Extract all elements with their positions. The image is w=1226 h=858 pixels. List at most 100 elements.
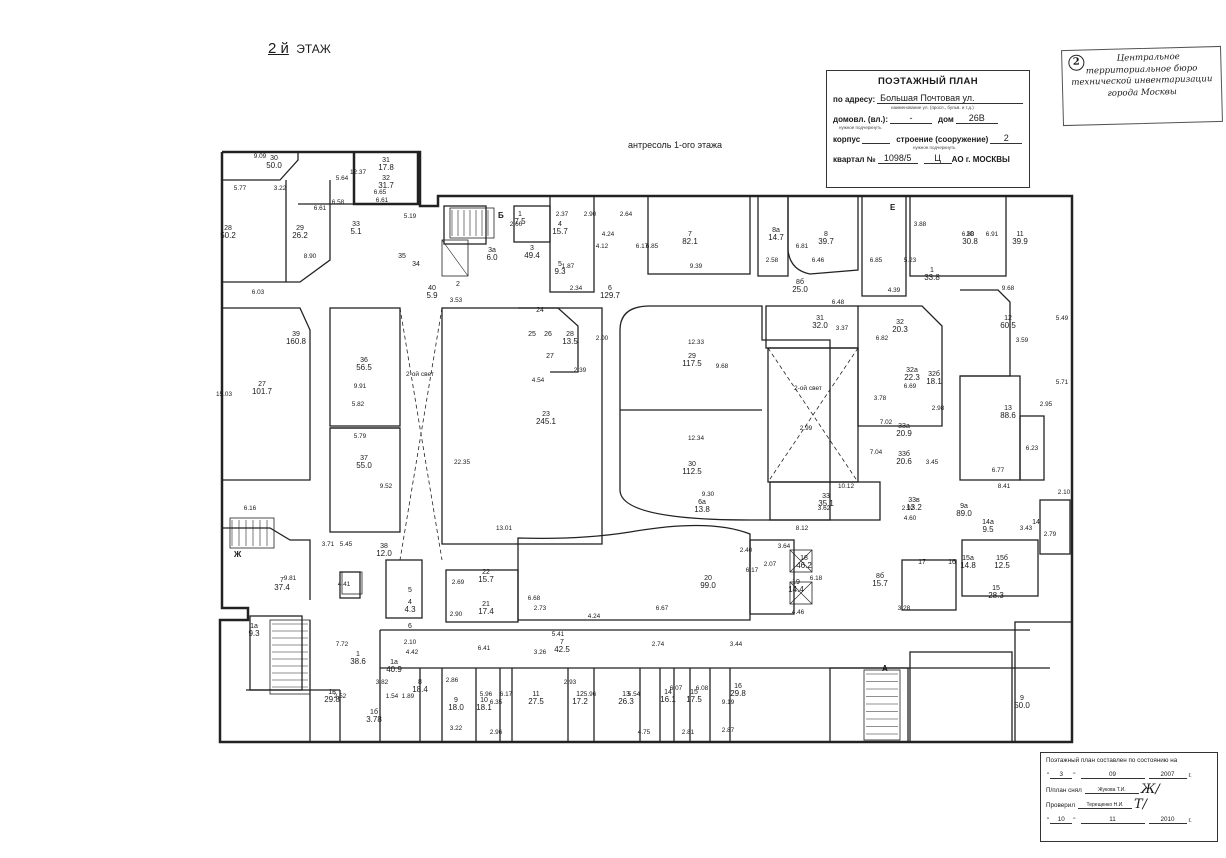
room-number: 32: [896, 319, 904, 326]
room-number: 7: [560, 639, 564, 646]
dimension-label: 6.61: [314, 205, 327, 212]
room-number: 9: [1020, 695, 1024, 702]
room-number: 36: [360, 357, 368, 364]
letter-e: Е: [890, 203, 896, 212]
room-number: 2: [456, 281, 460, 288]
dimension-label: 2.81: [682, 729, 695, 736]
dimension-label: 12.33: [688, 339, 704, 346]
dimension-label: 3.71: [322, 541, 335, 548]
room-label: 6: [408, 623, 412, 630]
room-number: 28: [566, 331, 574, 338]
dimension-label: 13.01: [496, 525, 512, 532]
room-area: 30.8: [962, 237, 978, 246]
room-number: 37: [360, 455, 368, 462]
dimension-label: 6.17: [500, 691, 513, 698]
room-number: 7: [280, 577, 284, 584]
dimension-label: 3.22: [450, 725, 463, 732]
room-area: 40.9: [386, 665, 402, 674]
room-number: 4: [558, 221, 562, 228]
room-area: 20.6: [896, 457, 912, 466]
date2-day: 10: [1050, 816, 1073, 824]
dimension-label: 6.48: [832, 299, 845, 306]
room-number: 29: [296, 225, 304, 232]
surveyed-label: П/план снял: [1046, 787, 1082, 794]
dimension-label: 2.90: [450, 611, 463, 618]
room-area: 9.3: [554, 267, 566, 276]
dimension-label: 5.96: [480, 691, 493, 698]
dimension-label: 3.22: [274, 185, 287, 192]
room-number: 11: [532, 691, 539, 698]
room-area: 5.9: [426, 291, 438, 300]
dimension-label: 6.35: [490, 699, 503, 706]
room-area: 245.1: [536, 417, 557, 426]
dimension-label: 3.64: [778, 543, 791, 550]
room-number: 8а: [772, 227, 780, 234]
room-number: 23: [542, 411, 550, 418]
dimension-label: 4.24: [602, 231, 615, 238]
dimension-label: 2.93: [564, 679, 577, 686]
dimension-label: 2.87: [722, 727, 735, 734]
dimension-label: 5.64: [336, 175, 349, 182]
room-number: 27: [546, 353, 554, 360]
room-area: 15.7: [478, 575, 494, 584]
room-area: 39.7: [818, 237, 834, 246]
dimension-label: 9.91: [354, 383, 367, 390]
dimension-label: 6.85: [870, 257, 883, 264]
room-area: 27.5: [528, 697, 544, 706]
room-number: 1: [518, 211, 522, 218]
dimension-label: 2.37: [556, 211, 569, 218]
room-label: 950.0: [1014, 695, 1030, 710]
room-number: 26: [544, 331, 552, 338]
dimension-label: 1.89: [402, 693, 415, 700]
dimension-label: 4.41: [338, 581, 351, 588]
room-label: 349.4: [524, 245, 540, 260]
room-area: 5.1: [350, 227, 362, 236]
dimension-label: 9.09: [254, 153, 267, 160]
room-area: 37.4: [274, 583, 290, 592]
room-area: 15.7: [872, 579, 888, 588]
dimension-label: 1.54: [386, 693, 399, 700]
dimension-label: 6.58: [332, 199, 345, 206]
room-area: 50.0: [1014, 701, 1030, 710]
room-label: 839.7: [818, 231, 834, 246]
cert-checked: Проверил Терещенко Н.И. Т/: [1046, 798, 1212, 811]
room-number: 8б: [796, 278, 804, 286]
room-label: 25: [528, 331, 536, 338]
room-number: 1: [356, 651, 360, 658]
dimension-label: 5.96: [584, 691, 597, 698]
dimension-label: 5.79: [354, 433, 367, 440]
room-number: 15: [992, 585, 1000, 592]
room-area: 13.5: [562, 337, 578, 346]
room-area: 49.4: [524, 251, 540, 260]
dimension-label: 2.34: [570, 285, 583, 292]
floor-plan: 3050.03117.83231.72850.22926.2335.135344…: [216, 150, 1074, 744]
room-number: 13: [1004, 405, 1012, 412]
room-area: 32.0: [812, 321, 828, 330]
room-number: 27: [258, 381, 266, 388]
room-number: 17: [918, 559, 926, 566]
room-number: 7: [688, 231, 692, 238]
room-number: 5: [558, 261, 562, 268]
room-area: 12.0: [376, 549, 392, 558]
dimension-label: 6.91: [986, 231, 999, 238]
korpus-label: корпус: [833, 135, 861, 144]
cert-line-1: Поэтажный план составлен по состоянию на: [1046, 757, 1178, 764]
floor-number: 2 й: [268, 40, 289, 57]
dimension-label: 2.90: [584, 211, 597, 218]
room-label: 138.6: [350, 651, 366, 666]
dimension-label: 6.61: [376, 197, 389, 204]
room-area: 16.1: [660, 695, 676, 704]
room-area: 15.7: [552, 227, 568, 236]
room-area: 117.5: [682, 359, 702, 368]
